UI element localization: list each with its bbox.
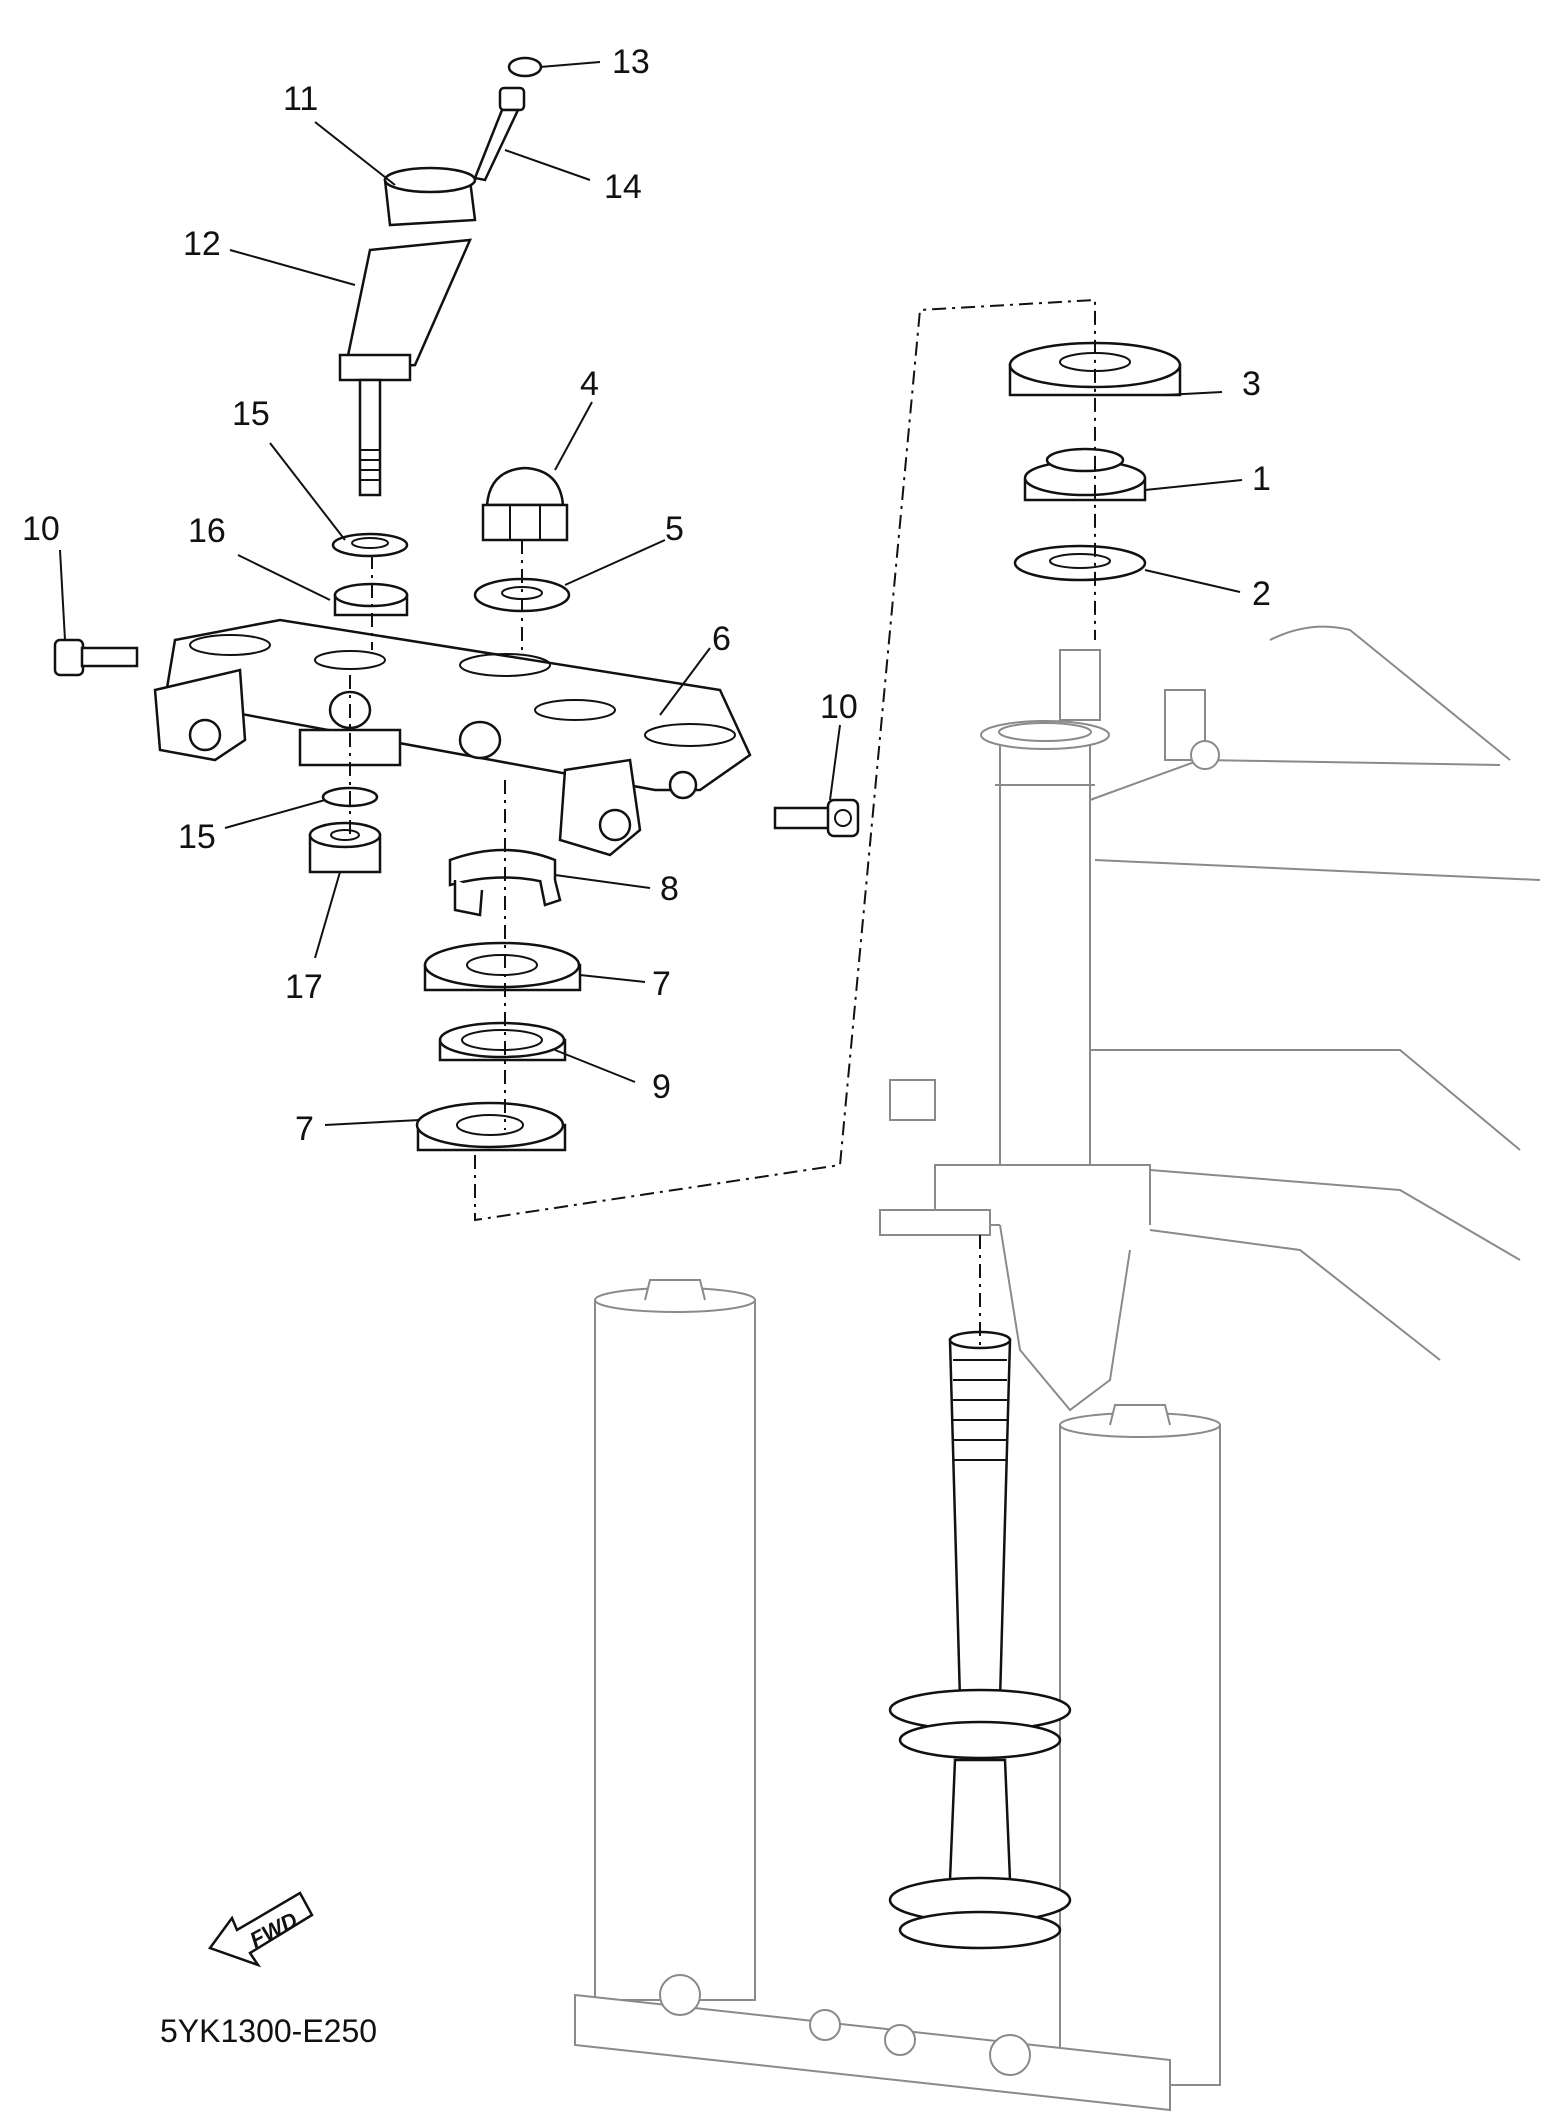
callout-4: 4 [580, 365, 599, 403]
leader-lines [59, 61, 1243, 1126]
upper-bracket-6 [153, 618, 752, 857]
callout-6: 6 [712, 620, 731, 658]
frame-ghost [879, 625, 1541, 1412]
callout-17: 17 [285, 968, 323, 1006]
ring-nut-7-lower [415, 1101, 567, 1152]
callout-10-right: 10 [820, 688, 858, 726]
callout-13: 13 [612, 43, 650, 81]
cap-nut-4 [481, 466, 569, 542]
steering-stem [888, 1330, 1072, 1950]
ring-nut-7-upper [423, 941, 582, 992]
fwd-arrow-icon [207, 1891, 314, 1968]
washer-15-upper [331, 532, 409, 558]
callout-5: 5 [665, 510, 684, 548]
bearing-1 [1023, 447, 1147, 502]
callout-1: 1 [1252, 460, 1271, 498]
callout-3: 3 [1242, 365, 1261, 403]
race-2 [1013, 544, 1147, 582]
callout-8: 8 [660, 870, 679, 908]
lock-washer-8 [448, 848, 562, 917]
bolt-10-left [53, 638, 139, 677]
washer-13 [507, 56, 543, 78]
callout-16: 16 [188, 512, 226, 550]
nut-17 [308, 821, 382, 874]
assembly-dash-lines [349, 298, 1096, 1345]
bolt-10-right [773, 798, 860, 838]
diagram-code: 5YK1300-E250 [160, 2013, 377, 2049]
bolt-14 [473, 86, 526, 182]
callout-12: 12 [183, 225, 221, 263]
callout-14: 14 [604, 168, 642, 206]
handlebar-holder [338, 166, 477, 497]
callout-2: 2 [1252, 575, 1271, 613]
callout-7-lower: 7 [295, 1110, 314, 1148]
front-fork-ghost [574, 1279, 1221, 2112]
callout-15-lower: 15 [178, 818, 216, 856]
callout-15-upper: 15 [232, 395, 270, 433]
callout-7-upper: 7 [652, 965, 671, 1003]
washer-9 [438, 1021, 567, 1062]
callout-labels: 1 2 3 4 5 6 7 7 8 9 10 10 11 12 13 14 15… [22, 43, 1271, 2049]
callout-10-left: 10 [22, 510, 60, 548]
callout-11: 11 [283, 80, 318, 118]
callout-9: 9 [652, 1068, 671, 1106]
